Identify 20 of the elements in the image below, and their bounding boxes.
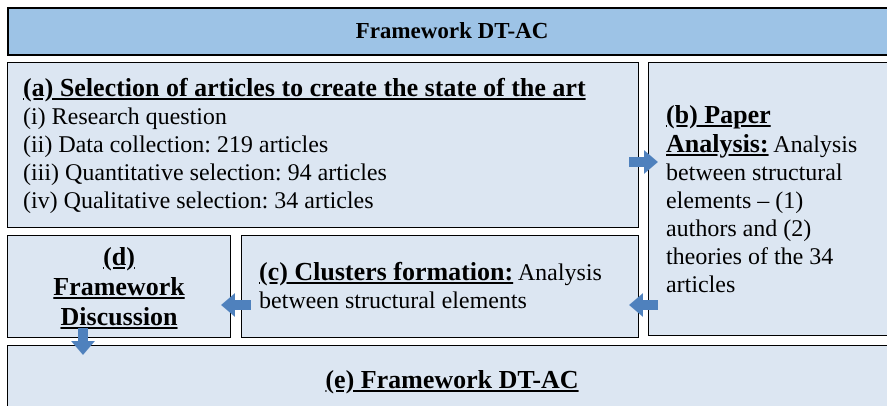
section-heading: (e) Framework DT-AC — [325, 365, 579, 395]
section-box — [7, 235, 231, 338]
list-item: (iii) Quantitative selection: 94 articles — [23, 159, 388, 187]
section-box — [648, 62, 887, 336]
list-item: (iv) Qualitative selection: 34 articles — [23, 187, 375, 215]
section-heading: (d) Framework Discussion — [52, 242, 186, 332]
block-arrow — [71, 328, 95, 355]
header-title: Framework DT-AC — [356, 17, 548, 46]
list-item: (ii) Data collection: 219 articles — [23, 131, 330, 159]
description-text: (b) Paper Analysis: Analysis between structural elements – (1) authors and (2) theories of the 34 articles — [666, 101, 858, 299]
section-box — [7, 62, 639, 228]
block-arrow — [629, 150, 658, 174]
header-bar — [7, 7, 887, 56]
block-arrow — [221, 293, 251, 317]
list-item: (i) Research question — [23, 103, 228, 131]
section-box — [7, 345, 887, 406]
description-text: (c) Clusters formation: Analysis between structural elements — [259, 258, 603, 315]
section-box — [241, 235, 639, 338]
section-heading: (a) Selection of articles to create the state of the art — [23, 73, 586, 103]
block-arrow — [629, 293, 658, 317]
